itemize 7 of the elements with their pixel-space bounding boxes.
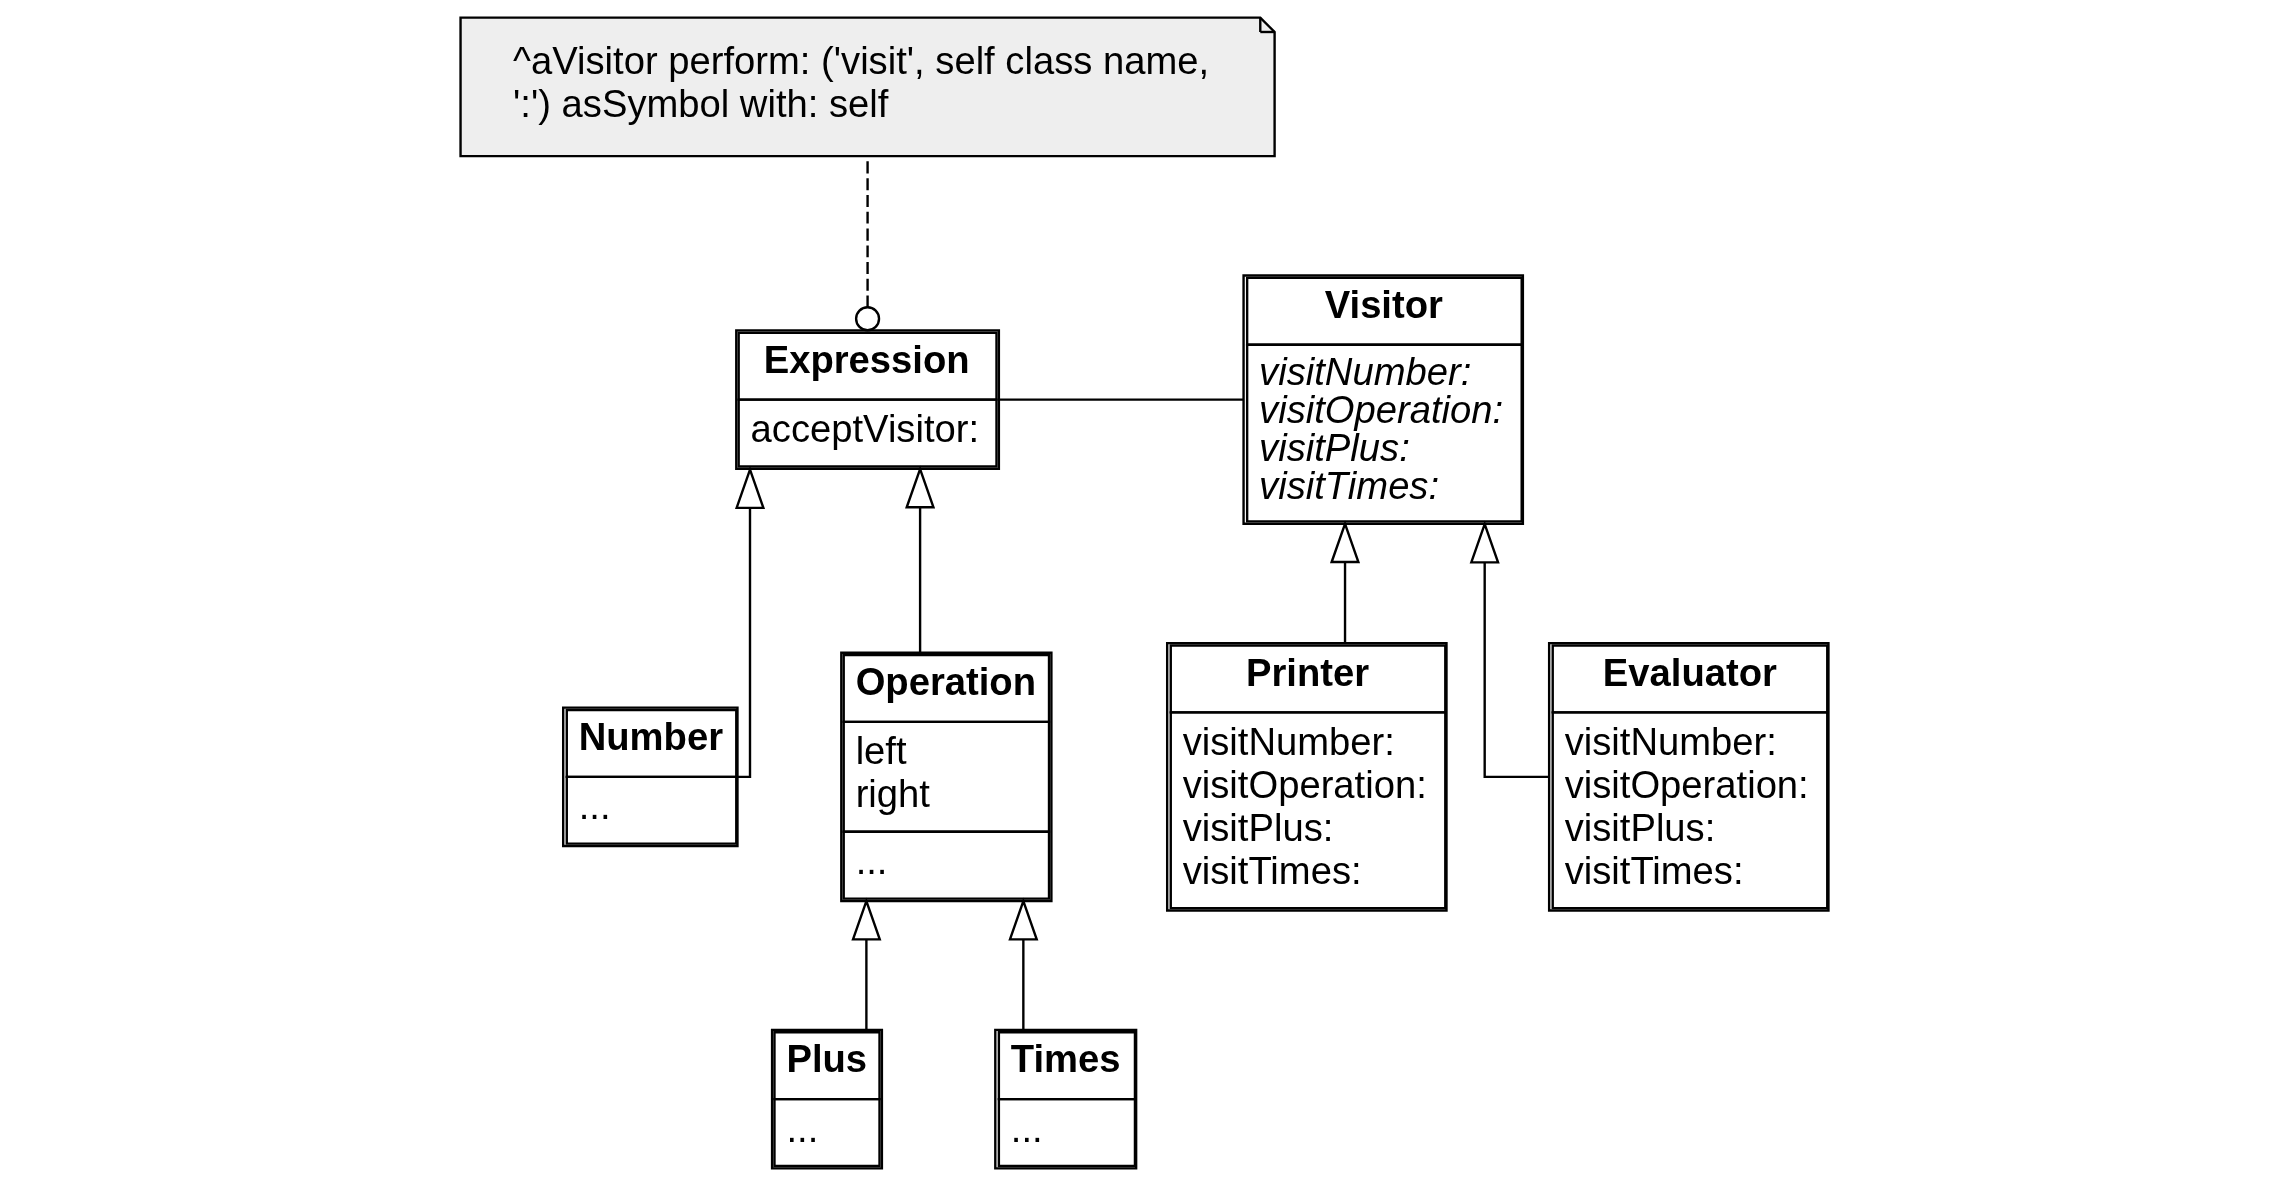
arrow [734, 466, 765, 778]
arrow [904, 465, 935, 653]
arrow [1469, 520, 1548, 778]
arrow [1329, 520, 1360, 643]
arrow [1007, 897, 1038, 1030]
connector [998, 398, 1243, 401]
arrow [850, 897, 881, 1030]
